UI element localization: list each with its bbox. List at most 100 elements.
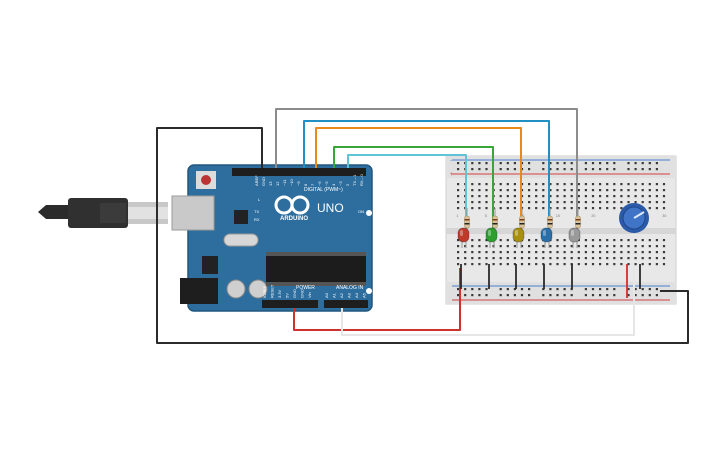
breadboard-hole: [634, 189, 637, 192]
breadboard-hole: [535, 195, 538, 198]
breadboard-hole: [570, 162, 573, 165]
breadboard-hole: [634, 201, 637, 204]
breadboard-hole: [613, 263, 616, 266]
breadboard-hole: [563, 183, 566, 186]
breadboard-hole: [457, 251, 460, 254]
wire-gray: [275, 108, 578, 232]
pin-label: 4: [331, 183, 336, 186]
breadboard-hole: [485, 162, 488, 165]
breadboard-hole: [584, 257, 587, 260]
breadboard-hole: [478, 239, 481, 242]
breadboard-hole: [464, 257, 467, 260]
breadboard-hole: [471, 195, 474, 198]
breadboard-hole: [485, 183, 488, 186]
breadboard-hole: [662, 245, 666, 248]
breadboard-hole: [499, 245, 502, 248]
breadboard-hole: [591, 162, 595, 165]
breadboard-hole: [457, 183, 460, 186]
breadboard-hole: [662, 183, 666, 186]
breadboard-hole: [627, 239, 630, 242]
breadboard-hole: [485, 168, 488, 171]
wire-green: [333, 146, 494, 232]
breadboard-hole: [648, 195, 651, 198]
breadboard-hole: [606, 201, 609, 204]
breadboard-hole: [606, 239, 609, 242]
usb-cable: [38, 198, 168, 228]
breadboard-hole: [648, 189, 651, 192]
breadboard-hole: [634, 257, 637, 260]
breadboard-hole: [606, 168, 609, 171]
breadboard-hole: [499, 257, 502, 260]
breadboard-hole: [606, 294, 609, 297]
breadboard-hole: [471, 288, 474, 291]
breadboard-hole: [485, 263, 488, 266]
breadboard-hole: [563, 257, 566, 260]
breadboard-hole: [549, 257, 552, 260]
breadboard-hole: [535, 189, 538, 192]
breadboard-hole: [513, 183, 516, 186]
breadboard-hole: [485, 257, 488, 260]
breadboard-hole: [506, 183, 509, 186]
breadboard-hole: [478, 294, 481, 297]
breadboard-hole: [457, 294, 460, 297]
breadboard-hole: [485, 251, 488, 254]
breadboard-hole: [520, 257, 524, 260]
breadboard-hole: [464, 245, 467, 248]
wire-orange: [315, 127, 522, 232]
breadboard-hole: [485, 294, 488, 297]
breadboard-hole: [513, 195, 516, 198]
breadboard-hole: [549, 168, 552, 171]
breadboard-hole: [549, 195, 552, 198]
breadboard-hole: [563, 263, 566, 266]
breadboard-hole: [655, 201, 658, 204]
breadboard-hole: [641, 288, 644, 291]
breadboard-hole: [485, 201, 488, 204]
breadboard-hole: [620, 183, 623, 186]
breadboard-hole: [591, 257, 595, 260]
breadboard-hole: [535, 183, 538, 186]
breadboard-hole: [648, 257, 651, 260]
pin-label: 12: [275, 181, 280, 186]
breadboard-hole: [499, 183, 502, 186]
breadboard-hole: [478, 162, 481, 165]
breadboard-hole: [577, 245, 580, 248]
pin-label: ~3: [338, 181, 343, 186]
breadboard-hole: [627, 263, 630, 266]
breadboard-hole: [535, 263, 538, 266]
led-white: [568, 227, 581, 248]
breadboard-hole: [513, 294, 516, 297]
breadboard-hole: [457, 257, 460, 260]
breadboard-hole: [655, 168, 658, 171]
breadboard-hole: [591, 201, 595, 204]
breadboard-hole: [655, 162, 658, 165]
breadboard-hole: [485, 239, 488, 242]
breadboard-hole: [563, 195, 566, 198]
pin-label: 3.3V: [277, 289, 282, 298]
breadboard-hole: [577, 207, 580, 210]
breadboard-hole: [591, 245, 595, 248]
led-green: [485, 227, 498, 248]
breadboard-hole: [599, 239, 602, 242]
breadboard-hole: [506, 168, 509, 171]
breadboard-hole: [549, 189, 552, 192]
led-red: [457, 227, 470, 248]
breadboard-hole: [648, 294, 651, 297]
breadboard-hole: [570, 288, 573, 291]
breadboard-hole: [542, 168, 545, 171]
breadboard-hole: [627, 257, 630, 260]
breadboard-hole: [641, 263, 644, 266]
breadboard-hole: [499, 201, 502, 204]
row-number: 5: [485, 214, 487, 218]
breadboard-hole: [570, 294, 573, 297]
breadboard-hole: [584, 162, 587, 165]
pin-label: 13: [268, 181, 273, 186]
breadboard-hole: [506, 195, 509, 198]
breadboard-hole: [570, 257, 573, 260]
breadboard-hole: [620, 239, 623, 242]
breadboard-hole: [620, 207, 623, 210]
pin-label: A1: [332, 292, 337, 298]
breadboard-hole: [485, 245, 488, 248]
breadboard-hole: [478, 207, 481, 210]
breadboard-hole: [591, 294, 595, 297]
